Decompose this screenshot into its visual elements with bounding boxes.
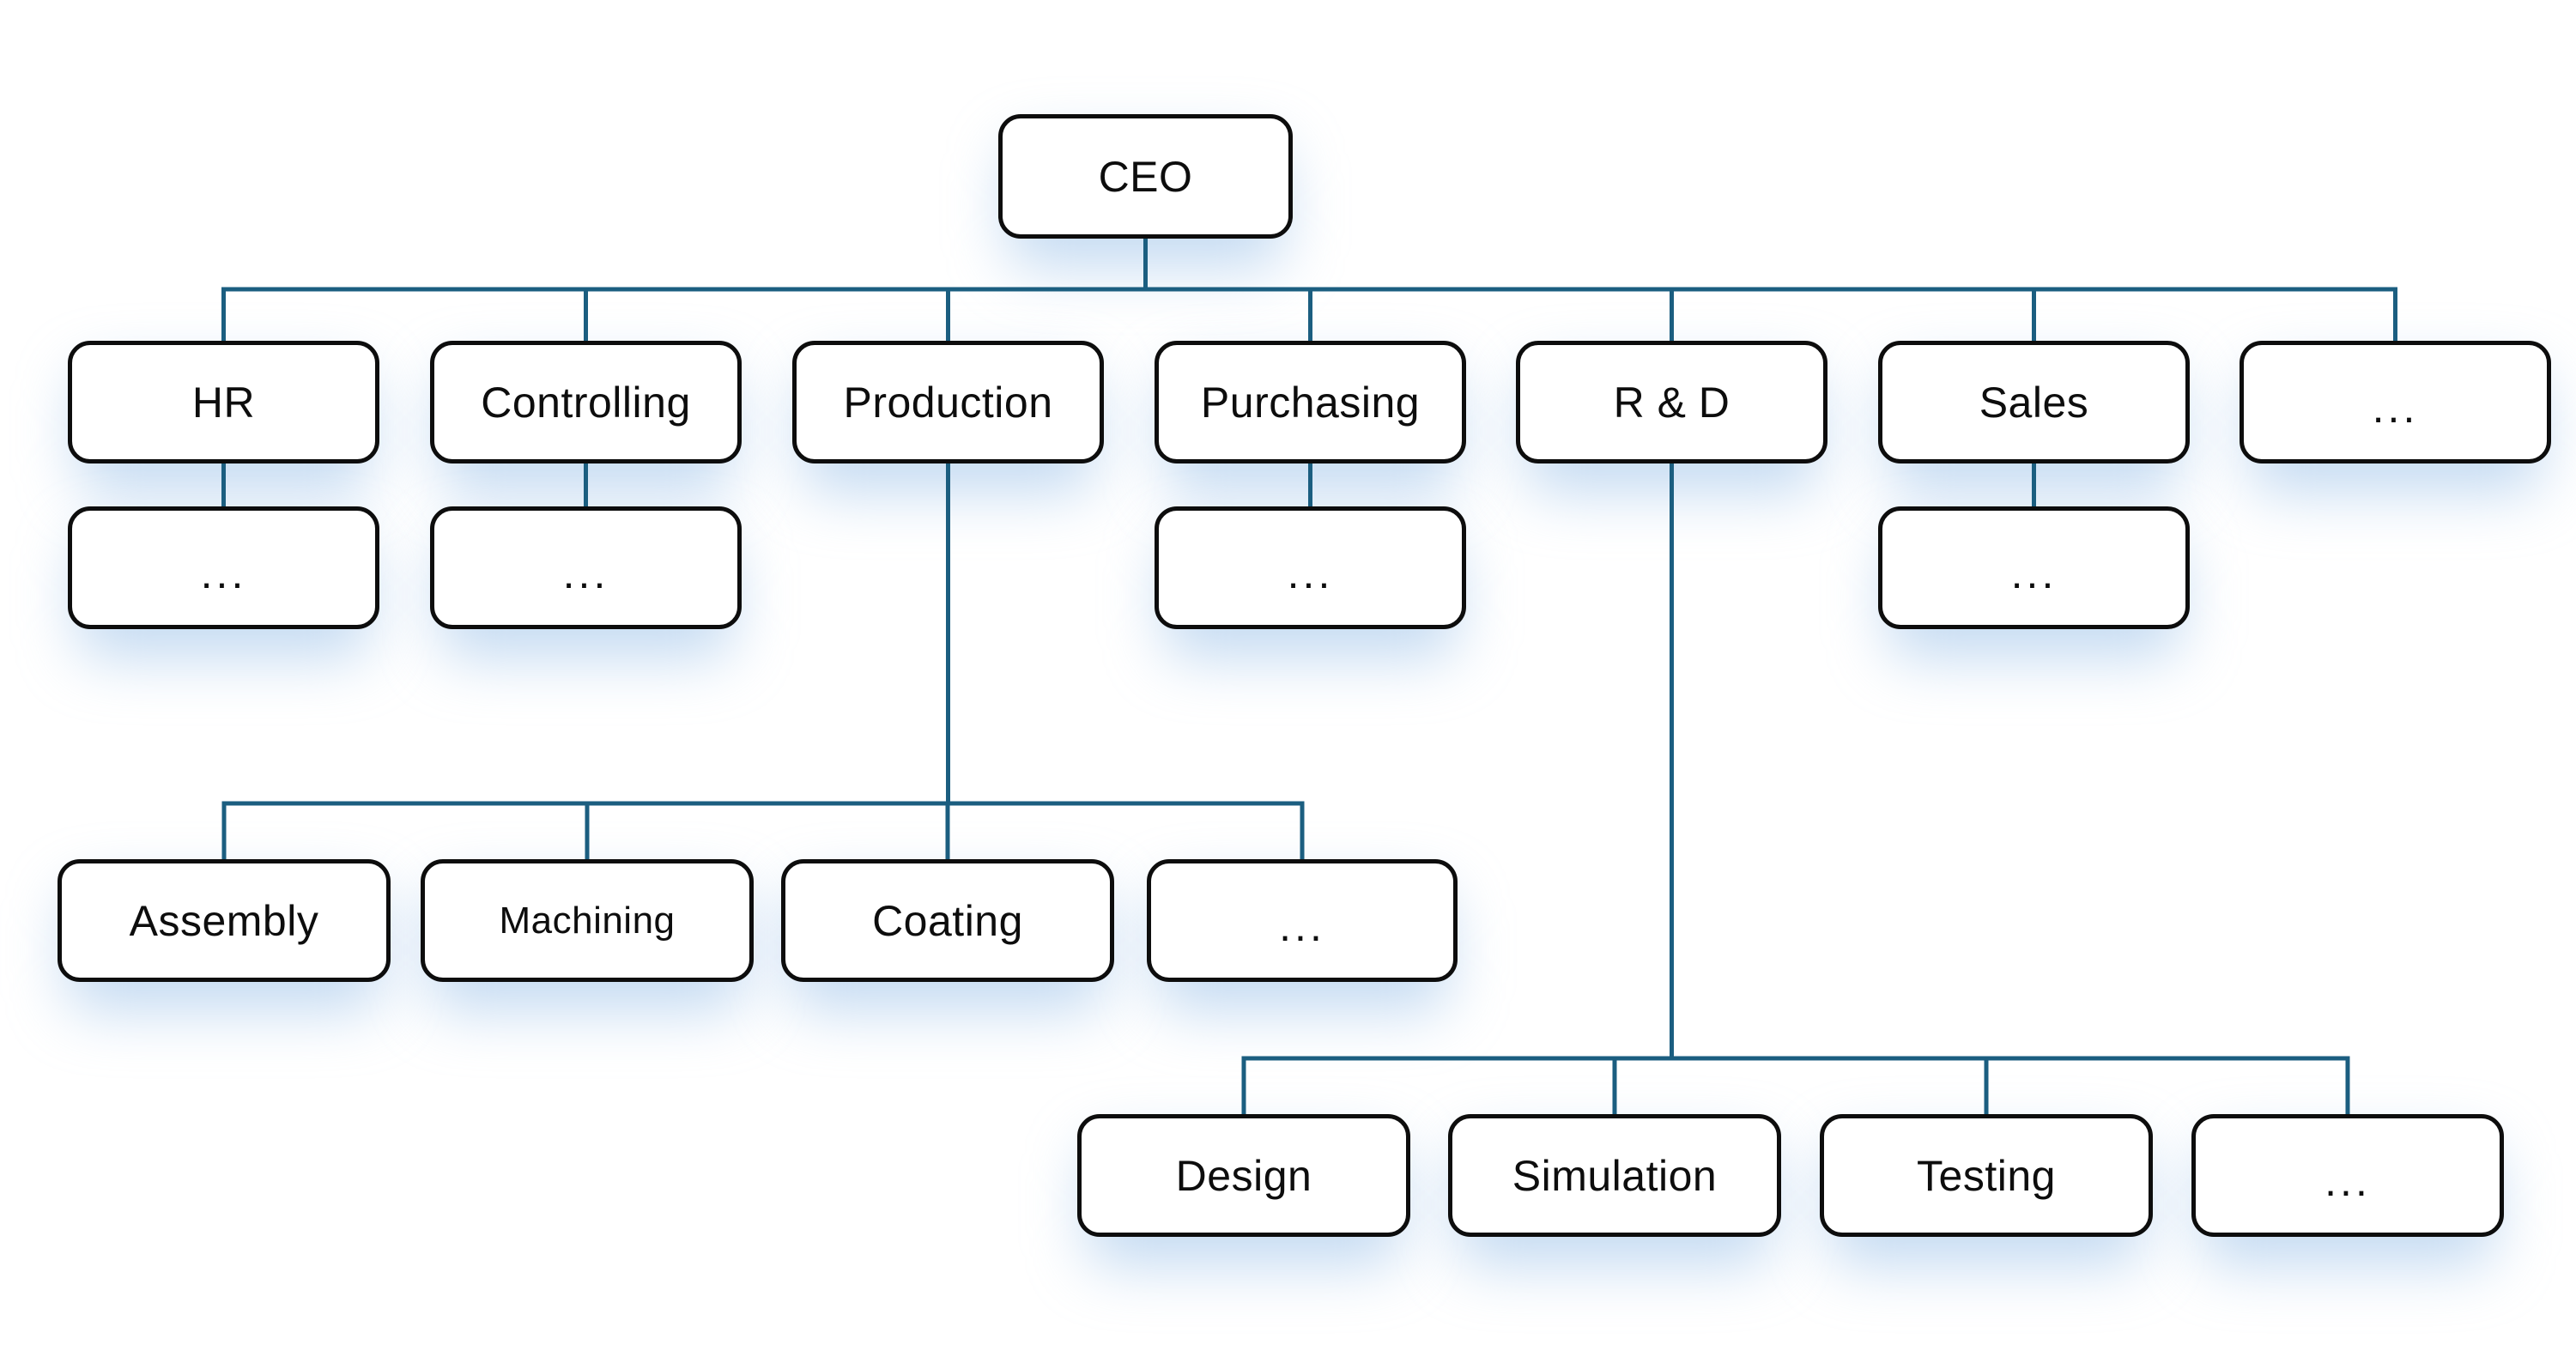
node-label: Simulation [1512, 1151, 1718, 1200]
node-coating[interactable]: Coating [781, 859, 1114, 982]
ellipsis-icon: ... [2010, 548, 2058, 597]
node-machining[interactable]: Machining [421, 859, 754, 982]
node-purchasing-more[interactable]: ... [1155, 506, 1466, 629]
node-hr-more[interactable]: ... [68, 506, 379, 629]
node-rnd[interactable]: R & D [1516, 341, 1827, 463]
node-assembly[interactable]: Assembly [58, 859, 391, 982]
node-more-departments[interactable]: ... [2240, 341, 2551, 463]
node-label: Assembly [129, 896, 319, 945]
ellipsis-icon: ... [200, 548, 247, 597]
node-controlling[interactable]: Controlling [430, 341, 742, 463]
ellipsis-icon: ... [1287, 548, 1334, 597]
node-design[interactable]: Design [1077, 1114, 1410, 1237]
node-label: Machining [499, 899, 676, 942]
node-label: Coating [872, 896, 1023, 945]
node-purchasing[interactable]: Purchasing [1155, 341, 1466, 463]
ellipsis-icon: ... [562, 548, 609, 597]
node-label: CEO [1098, 152, 1193, 201]
node-controlling-more[interactable]: ... [430, 506, 742, 629]
node-sales-more[interactable]: ... [1878, 506, 2190, 629]
node-label: Purchasing [1200, 378, 1421, 427]
ellipsis-icon: ... [1279, 901, 1325, 950]
node-label: Design [1175, 1151, 1312, 1200]
node-testing[interactable]: Testing [1820, 1114, 2153, 1237]
node-production[interactable]: Production [792, 341, 1104, 463]
node-production-more[interactable]: ... [1147, 859, 1458, 982]
node-label: Production [843, 378, 1053, 427]
node-label: Controlling [481, 378, 691, 427]
node-sales[interactable]: Sales [1878, 341, 2190, 463]
node-rnd-more[interactable]: ... [2191, 1114, 2504, 1237]
ellipsis-icon: ... [2372, 383, 2419, 432]
node-label: R & D [1613, 378, 1730, 427]
node-label: HR [191, 378, 256, 427]
node-simulation[interactable]: Simulation [1448, 1114, 1781, 1237]
node-label: Sales [1979, 378, 2089, 427]
ellipsis-icon: ... [2324, 1156, 2371, 1205]
node-hr[interactable]: HR [68, 341, 379, 463]
node-ceo[interactable]: CEO [998, 114, 1293, 239]
node-label: Testing [1917, 1151, 2056, 1200]
